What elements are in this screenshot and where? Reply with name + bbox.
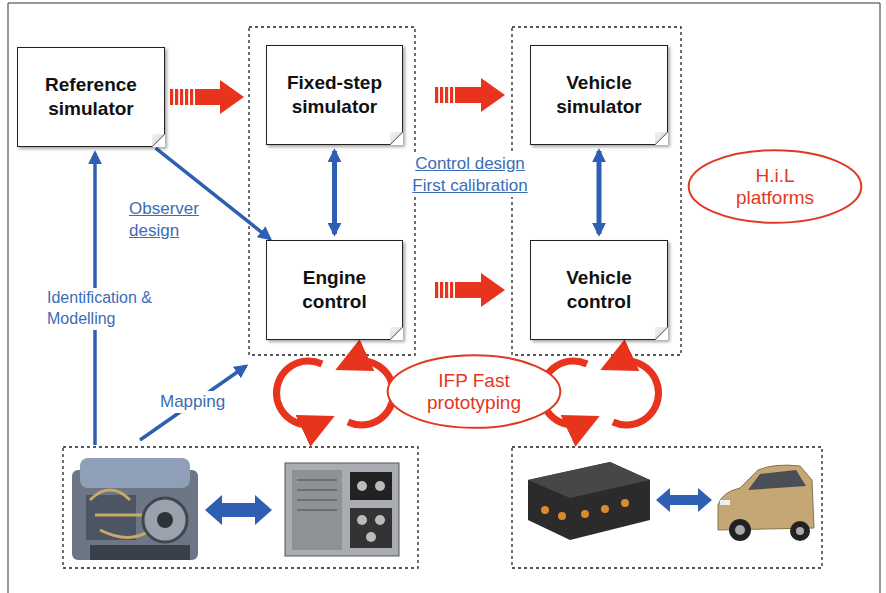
cycle-arrow [613, 361, 659, 425]
arrow-shaft [435, 87, 458, 103]
link-arrow [656, 488, 712, 512]
rack-plug [357, 515, 367, 525]
node-text: Reference simulator [36, 73, 146, 121]
rack-plug [357, 481, 367, 491]
engine-photo [72, 458, 198, 560]
dashed-group [249, 27, 415, 355]
connector [435, 78, 505, 112]
node-text: Engine control [280, 266, 390, 314]
car-hub [796, 527, 804, 535]
arrow-head [481, 273, 505, 307]
connector [435, 273, 505, 307]
car-light [720, 500, 730, 505]
process-box: Vehicle simulator [530, 45, 668, 145]
link-arrow [205, 495, 272, 525]
node-text: H.i.L platforms [719, 165, 831, 209]
rack-side [292, 470, 342, 550]
car-wheel [729, 519, 751, 541]
engine-sump [90, 545, 190, 560]
ecu-connector [581, 510, 589, 518]
connector [170, 80, 244, 114]
ecu-connector [601, 505, 609, 513]
engine-pipes [90, 490, 150, 538]
engine-intake [80, 458, 190, 488]
arrow-shaft [458, 282, 481, 298]
ecu-connector [541, 506, 549, 514]
car-photo [718, 465, 814, 541]
annotation-label: Mapping [158, 391, 227, 413]
ecu-photo [528, 462, 650, 540]
rack-photo [285, 463, 399, 556]
connector [334, 151, 335, 234]
ecu-body [528, 462, 650, 540]
car-hub [735, 525, 745, 535]
ecu-connector [558, 512, 566, 520]
mapping-arrow [140, 366, 246, 440]
rack-plug [375, 481, 385, 491]
rack-plug [375, 515, 385, 525]
rack-case [285, 463, 399, 556]
engine-hub [157, 512, 173, 528]
car-window [748, 470, 806, 490]
dashed-group [512, 447, 822, 568]
frame [8, 3, 880, 593]
node-text: Vehicle control [544, 266, 654, 314]
arrow-head [220, 80, 244, 114]
node-text: Fixed-step simulator [280, 71, 390, 119]
rack-plug [366, 532, 376, 542]
car-body [718, 465, 814, 530]
arrow-shaft [170, 89, 195, 105]
ellipse-node: H.i.L platforms [686, 147, 864, 226]
cycle-arrow [348, 361, 394, 425]
dashed-group [63, 447, 418, 568]
car-wheel [790, 521, 810, 541]
cycle-arrow [276, 361, 322, 425]
connector [599, 151, 600, 234]
process-box: Fixed-step simulator [266, 45, 403, 145]
arrow-shaft [195, 89, 220, 105]
process-box: Reference simulator [17, 47, 165, 147]
arrow-shaft [435, 282, 458, 298]
arrow-shaft [458, 87, 481, 103]
ecu-connector [621, 499, 629, 507]
annotation-label: Identification & Modelling [45, 288, 159, 330]
connector-line [597, 151, 602, 234]
rack-vent [297, 480, 337, 510]
ellipse-node: IFP Fast prototyping [385, 352, 563, 431]
ecu-top [528, 462, 650, 498]
rack-panel [350, 472, 392, 500]
edge-label: Observer design [129, 198, 209, 242]
arrow-head [481, 78, 505, 112]
engine-pulley [143, 498, 187, 542]
node-text: IFP Fast prototyping [418, 370, 530, 414]
rack-panel [350, 508, 392, 548]
annotation-label: Control design First calibration [398, 153, 542, 197]
connector-line [332, 151, 337, 234]
node-text: Vehicle simulator [544, 71, 654, 119]
process-box: Engine control [266, 240, 403, 340]
process-box: Vehicle control [530, 240, 668, 340]
